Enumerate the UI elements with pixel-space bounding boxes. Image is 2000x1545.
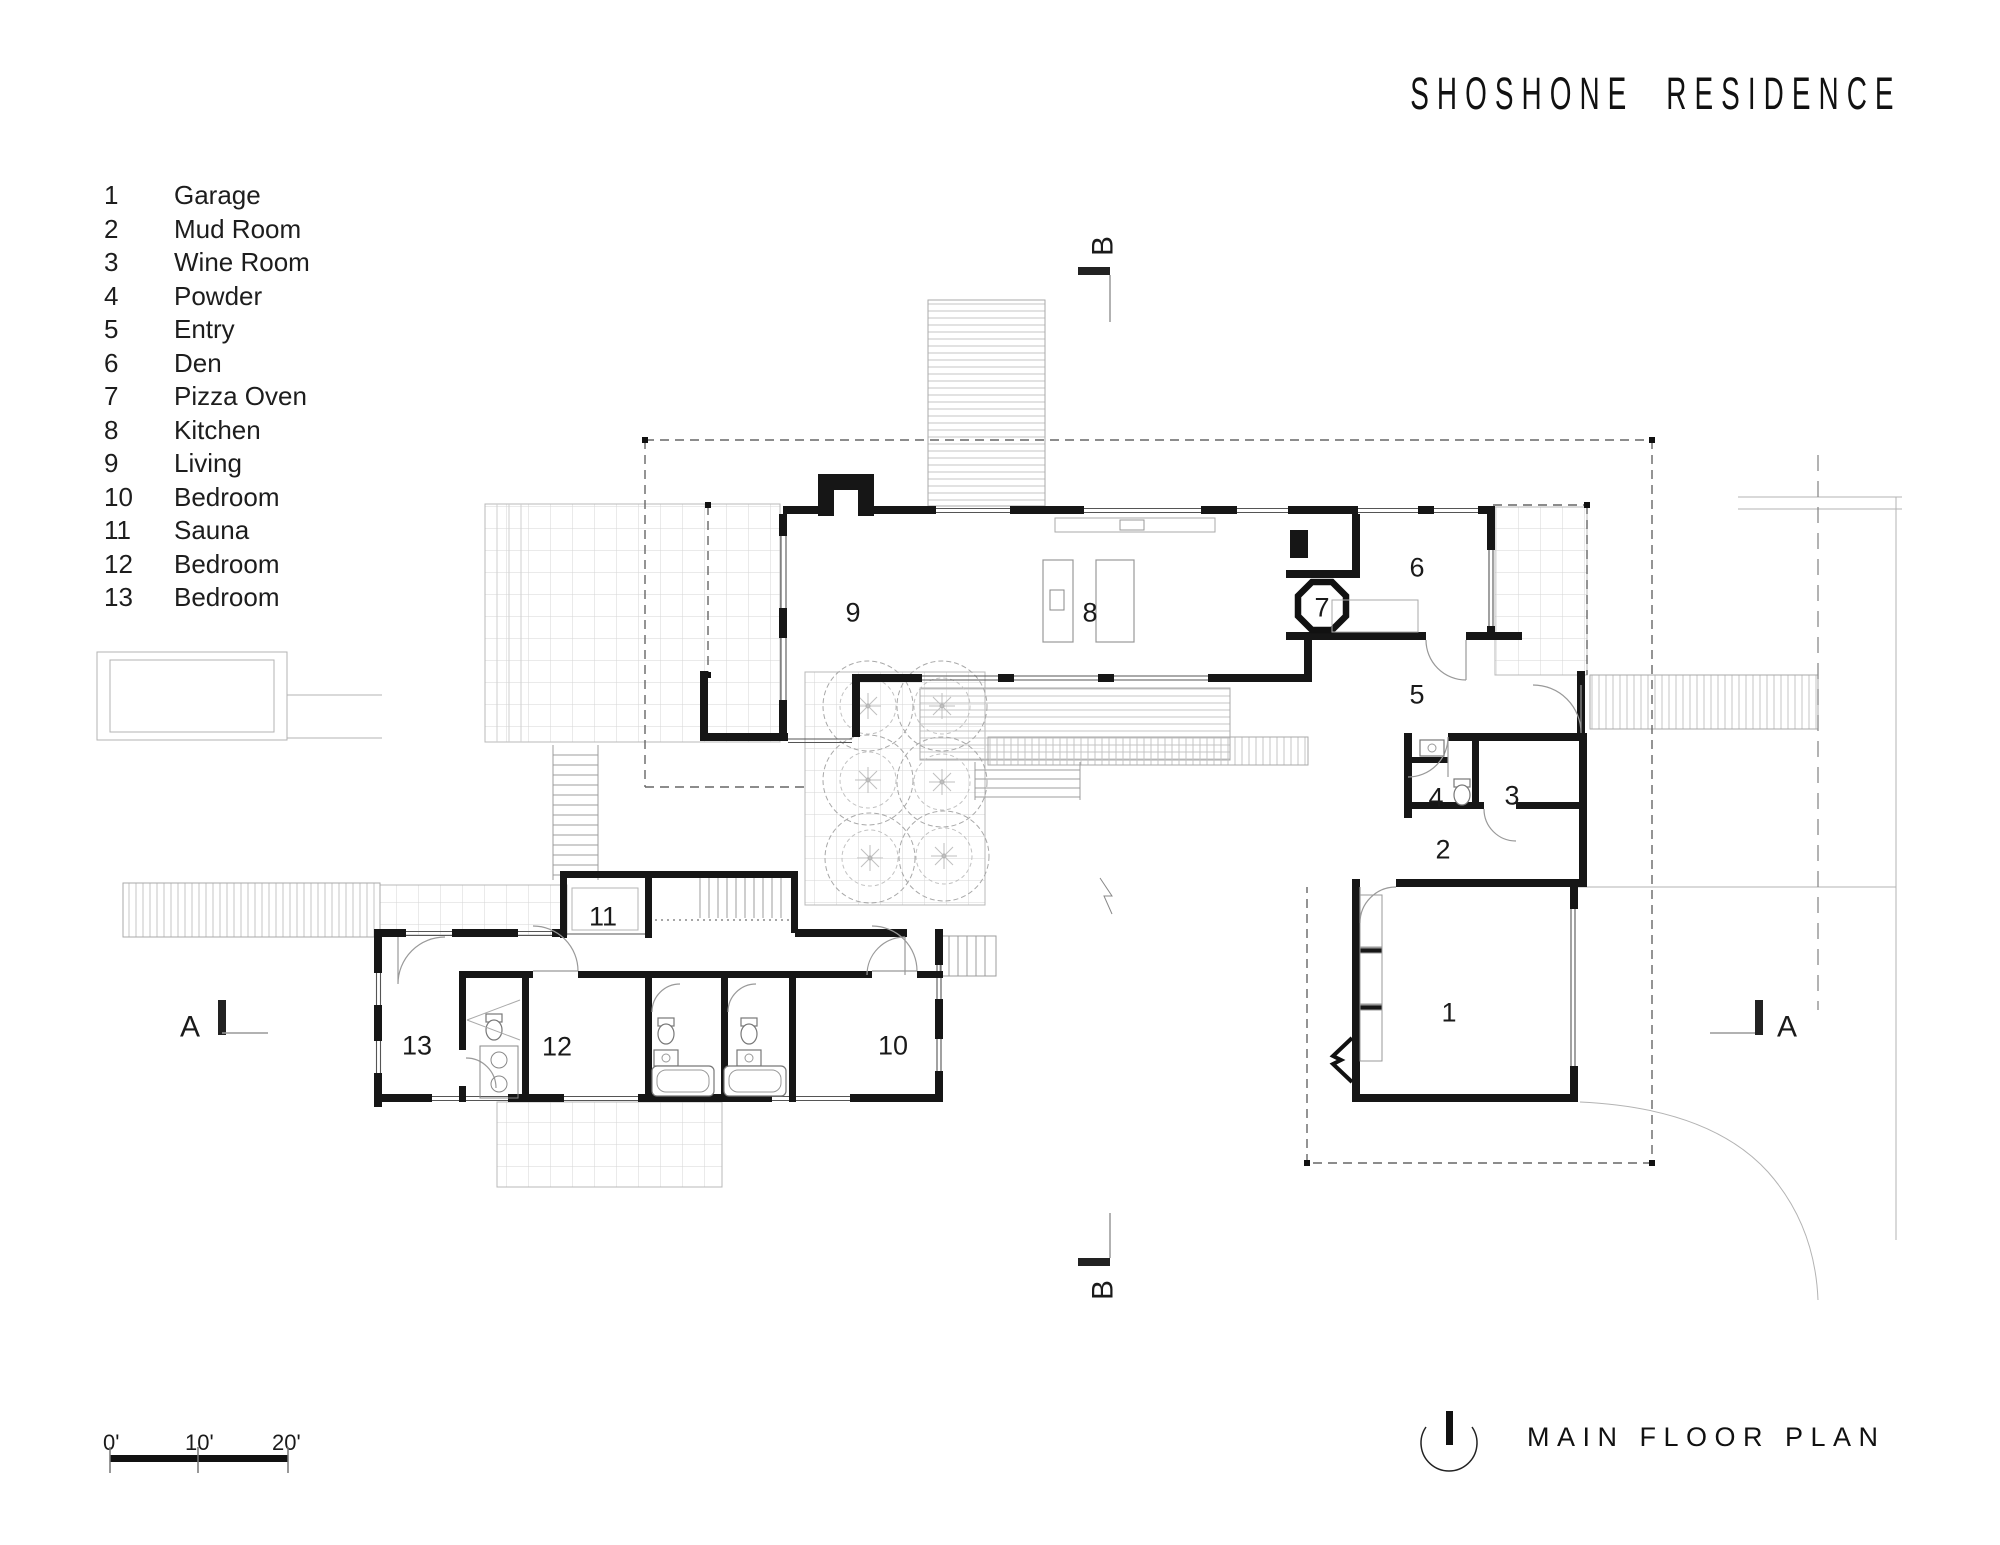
legend-row: 12 Bedroom (104, 548, 310, 582)
legend-row: 4 Powder (104, 280, 310, 314)
room-label-6: 6 (1409, 552, 1424, 582)
fixtures (466, 517, 1471, 1099)
windows (375, 507, 1576, 1102)
room-label-13: 13 (402, 1030, 432, 1060)
room-label-2: 2 (1435, 834, 1450, 864)
section-marker-a-left: A (180, 1000, 268, 1044)
scale-bar: 0' 10' 20' (103, 1430, 301, 1473)
garage-shelves (1359, 894, 1383, 1062)
room-label-11: 11 (589, 901, 617, 931)
scale-label-10: 10' (185, 1430, 214, 1455)
legend-row: 9 Living (104, 447, 310, 481)
room-label-5: 5 (1409, 679, 1424, 709)
legend-row: 1 Garage (104, 179, 310, 213)
legend-number: 9 (104, 448, 119, 478)
legend-label: Wine Room (174, 247, 310, 277)
legend-number: 2 (104, 213, 119, 244)
legend-number: 12 (104, 548, 133, 579)
section-marker-a-right: A (1710, 1000, 1797, 1044)
legend-number: 11 (104, 515, 131, 545)
north-arrow-icon (1420, 1411, 1478, 1472)
legend-label: Sauna (174, 515, 250, 545)
legend-row: 2 Mud Room (104, 213, 310, 247)
scale-label-0: 0' (103, 1430, 119, 1455)
sauna-bench (571, 887, 639, 931)
legend-number: 3 (104, 247, 119, 277)
room-label-3: 3 (1504, 780, 1519, 810)
roof-dashed-outline (642, 437, 1819, 1166)
legend-label: Bedroom (174, 481, 280, 512)
pizza-oven-octagon (1294, 578, 1350, 634)
legend-number: 6 (104, 347, 119, 378)
room-legend: 1 Garage 2 Mud Room 3 Wine Room 4 Powder 5 En… (104, 179, 310, 615)
legend-label: Bedroom (174, 582, 280, 612)
bathtub (651, 1065, 715, 1097)
site-lines (96, 496, 1902, 1301)
legend-row: 8 Kitchen (104, 414, 310, 448)
garage-niche (1329, 1036, 1354, 1084)
legend-label: Kitchen (174, 414, 261, 445)
toilet (740, 1017, 758, 1045)
legend-row: 7 Pizza Oven (104, 380, 310, 414)
legend-label: Entry (174, 314, 235, 344)
legend-label: Bedroom (174, 548, 280, 579)
legend-number: 8 (104, 414, 119, 445)
plan-title: MAIN FLOOR PLAN (1527, 1422, 1886, 1452)
scale-label-20: 20' (272, 1430, 301, 1455)
toilet (1453, 778, 1471, 806)
section-letter-b: B (1087, 1280, 1120, 1300)
section-marker-b-top: B (1078, 236, 1120, 322)
legend-number: 10 (104, 481, 133, 512)
section-letter-a: A (180, 1011, 200, 1044)
toilet (657, 1017, 675, 1045)
bathtub (723, 1065, 787, 1097)
legend-label: Den (174, 347, 222, 378)
section-letter-b: B (1087, 236, 1120, 256)
room-labels: 1 2 3 4 5 6 7 8 9 10 11 12 13 (402, 552, 1520, 1061)
room-label-12: 12 (542, 1031, 572, 1061)
room-label-10: 10 (878, 1030, 908, 1060)
room-label-7: 7 (1314, 592, 1329, 622)
laundry (479, 1045, 519, 1099)
legend-row: 10 Bedroom (104, 481, 310, 515)
legend-row: 3 Wine Room (104, 246, 310, 280)
walls (374, 474, 1587, 1107)
legend-label: Living (174, 448, 242, 478)
closet-rod (466, 999, 521, 1041)
bath-sink (736, 1049, 762, 1067)
legend-label: Pizza Oven (174, 381, 307, 411)
bath-sink (653, 1049, 679, 1067)
room-label-8: 8 (1082, 597, 1097, 627)
kitchen-island (1042, 559, 1074, 643)
patio-grids (379, 503, 1588, 1188)
kitchen-sink (1049, 589, 1065, 611)
legend-label: Powder (174, 280, 263, 311)
legend-row: 5 Entry (104, 313, 310, 347)
legend-label: Mud Room (174, 213, 302, 244)
section-letter-a: A (1777, 1011, 1797, 1044)
kitchen-island (1095, 559, 1135, 643)
page-title: SHOSHONE RESIDENCE (1410, 68, 1902, 119)
legend-row: 6 Den (104, 347, 310, 381)
legend-row: 11 Sauna (104, 514, 310, 548)
toilet (485, 1013, 503, 1041)
legend-number: 5 (104, 314, 119, 344)
section-marker-b-bottom: B (1078, 1213, 1120, 1300)
bath-sink (1419, 739, 1445, 757)
legend-number: 1 (104, 180, 119, 210)
room-label-9: 9 (845, 597, 860, 627)
doors (397, 639, 1582, 1089)
legend-row: 13 Bedroom (104, 581, 310, 615)
den-closet (1331, 599, 1419, 633)
legend-number: 13 (104, 582, 133, 612)
legend-number: 4 (104, 280, 119, 311)
room-label-1: 1 (1441, 997, 1456, 1027)
legend-label: Garage (174, 180, 261, 210)
legend-number: 7 (104, 381, 119, 411)
room-label-4: 4 (1428, 782, 1443, 812)
